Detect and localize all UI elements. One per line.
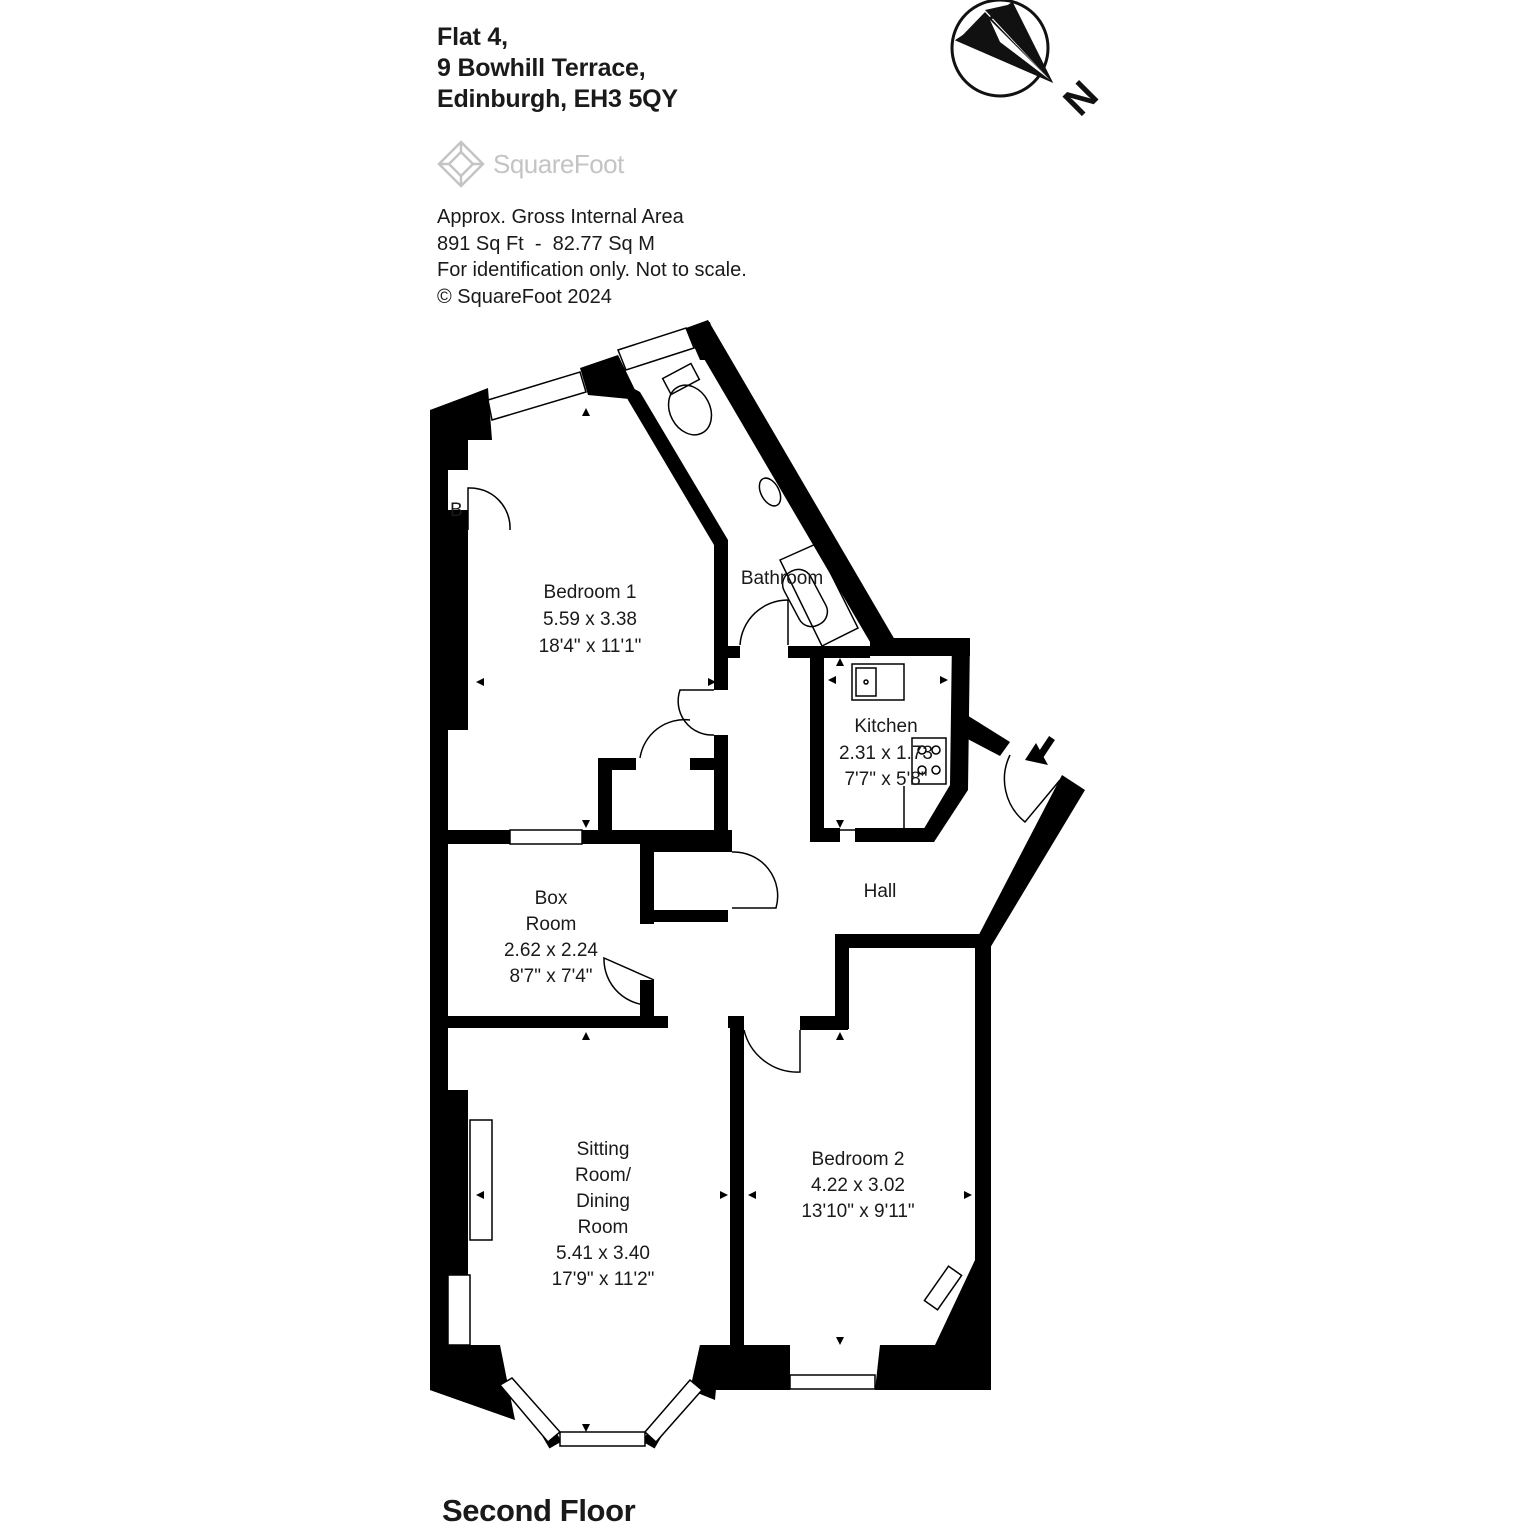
window-box-room	[509, 829, 583, 845]
sitting-room-name-1: Sitting	[577, 1139, 630, 1160]
box-room-name-2: Room	[526, 914, 577, 935]
window-bedroom2	[789, 1374, 876, 1390]
squarefoot-logo-icon	[437, 140, 485, 188]
sitting-room-name-4: Room	[578, 1217, 629, 1238]
area-info-line-2: 891 Sq Ft - 82.77 Sq M	[437, 232, 655, 255]
area-info: Approx. Gross Internal Area 891 Sq Ft - …	[437, 204, 747, 310]
door-boiler	[467, 487, 511, 531]
sitting-room-name-3: Dining	[576, 1191, 630, 1212]
compass-north-label: N	[1055, 73, 1107, 125]
door-bedroom2	[743, 1029, 801, 1073]
bedroom1-metric: 5.59 x 3.38	[543, 609, 637, 630]
north-arrow-icon	[950, 0, 1054, 98]
brand-name: SquareFoot	[493, 148, 624, 179]
area-info-line-3: For identification only. Not to scale.	[437, 259, 747, 281]
radiator-icon	[923, 1265, 963, 1311]
bedroom2-metric: 4.22 x 3.02	[811, 1175, 905, 1196]
bedroom2-name: Bedroom 2	[812, 1149, 905, 1170]
room-labels: B Bedroom 1 5.59 x 3.38 18'4" x 11'1" Ba…	[450, 500, 933, 1290]
door-box-cupboard	[731, 851, 779, 909]
kitchen-imperial: 7'7" x 5'8"	[844, 769, 927, 790]
boiler-label: B	[450, 500, 463, 521]
entrance-arrow-icon	[1025, 736, 1055, 765]
sitting-room-name-2: Room/	[575, 1165, 632, 1186]
bath-icon	[778, 543, 860, 648]
bedroom2-imperial: 13'10" x 9'11"	[801, 1201, 914, 1222]
window-bedroom1	[487, 371, 587, 421]
dimension-markers	[476, 408, 972, 1432]
door-cupboard	[639, 718, 691, 759]
box-room-imperial: 8'7" x 7'4"	[509, 966, 592, 987]
sink-icon	[851, 663, 905, 701]
fixtures	[661, 362, 963, 1311]
door-box-room	[603, 956, 655, 1006]
kitchen-name: Kitchen	[854, 716, 917, 737]
box-room-name-1: Box	[535, 888, 568, 909]
brand-logo: SquareFoot	[437, 140, 624, 188]
bathroom-name: Bathroom	[741, 568, 823, 589]
window-bathroom	[617, 327, 695, 371]
address-line-2: 9 Bowhill Terrace,	[437, 54, 646, 82]
area-info-line-4: © SquareFoot 2024	[437, 285, 612, 308]
window-bay-right	[643, 1378, 704, 1444]
bedroom1-imperial: 18'4" x 11'1"	[539, 636, 642, 657]
door-bathroom	[739, 599, 789, 646]
doors	[467, 487, 1061, 1073]
kitchen-metric: 2.31 x 1.73	[839, 743, 933, 764]
property-address: Flat 4, 9 Bowhill Terrace, Edinburgh, EH…	[437, 22, 678, 115]
window-bay-center	[559, 1431, 646, 1447]
door-entrance	[1003, 754, 1061, 824]
address-line-1: Flat 4,	[437, 23, 508, 51]
sitting-room-metric: 5.41 x 3.40	[556, 1243, 650, 1264]
hall-name: Hall	[864, 881, 897, 902]
floor-label: Second Floor	[442, 1493, 636, 1528]
wall-details	[447, 470, 493, 1346]
address-line-3: Edinburgh, EH3 5QY	[437, 85, 678, 113]
hob-icon	[911, 737, 947, 785]
walls	[430, 320, 1085, 1449]
box-room-metric: 2.62 x 2.24	[504, 940, 598, 961]
sitting-room-imperial: 17'9" x 11'2"	[552, 1269, 655, 1290]
door-bedroom1	[677, 689, 715, 736]
area-info-line-1: Approx. Gross Internal Area	[437, 206, 684, 228]
basin-icon	[758, 477, 782, 507]
bedroom1-name: Bedroom 1	[544, 582, 637, 603]
compass: N	[950, 0, 1107, 125]
toilet-icon	[661, 362, 713, 436]
windows	[487, 327, 876, 1447]
